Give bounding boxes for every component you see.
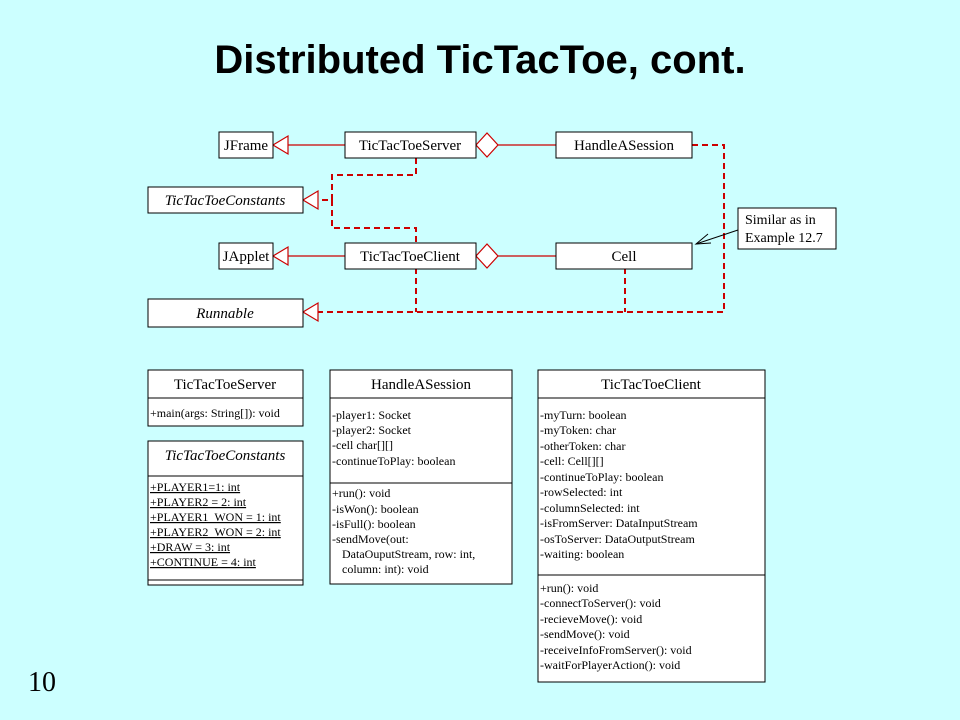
client-class-name: TicTacToeClient <box>601 377 702 393</box>
client-field: -columnSelected: int <box>540 501 640 515</box>
client-constants-dashed <box>331 200 417 244</box>
realization-arrow <box>301 301 319 323</box>
cell-box: Cell <box>555 242 693 270</box>
constants-field: +PLAYER2_WON = 2: int <box>150 525 281 539</box>
client-field: -rowSelected: int <box>540 485 623 499</box>
session-class-name: HandleASession <box>371 377 471 393</box>
client-field: -myToken: char <box>540 423 616 437</box>
note-pointer-line <box>695 229 739 245</box>
constants-field: +PLAYER1=1: int <box>150 480 241 494</box>
session-method: -isFull(): boolean <box>332 517 416 531</box>
slide-title: Distributed TicTacToe, cont. <box>214 38 746 82</box>
cell-label: Cell <box>612 249 637 265</box>
constants-class-name: TicTacToeConstants <box>165 448 286 464</box>
client-method: -recieveMove(): void <box>540 612 642 626</box>
inheritance-arrow <box>271 134 289 156</box>
session-method: -isWon(): boolean <box>332 502 419 516</box>
jframe-label: JFrame <box>224 138 269 154</box>
client-field: -otherToken: char <box>540 439 625 453</box>
runnable-label: Runnable <box>195 306 254 322</box>
realization-arrow <box>301 189 319 211</box>
session-method: -sendMove(out: <box>332 532 409 546</box>
japplet-box: JApplet <box>218 242 274 270</box>
inheritance-arrow <box>271 245 289 267</box>
client-label: TicTacToeClient <box>360 249 461 265</box>
client-field: -isFromServer: DataInputStream <box>540 516 698 530</box>
session-class-box: HandleASession -player1: Socket -player2… <box>329 369 513 585</box>
jframe-box: JFrame <box>218 131 274 159</box>
client-method: -waitForPlayerAction(): void <box>540 658 680 672</box>
constants-label: TicTacToeConstants <box>165 193 286 209</box>
session-box: HandleASession <box>555 131 693 159</box>
client-method: -connectToServer(): void <box>540 596 661 610</box>
server-label: TicTacToeServer <box>359 138 461 154</box>
session-runnable-dashed <box>318 144 725 313</box>
server-box: TicTacToeServer <box>344 131 477 159</box>
runnable-box: Runnable <box>147 298 304 328</box>
constants-field: +DRAW = 3: int <box>150 540 231 554</box>
session-label: HandleASession <box>574 138 674 154</box>
aggregation-diamond <box>475 243 499 269</box>
server-constants-dashed <box>318 158 417 201</box>
constants-class-box: TicTacToeConstants +PLAYER1=1: int +PLAY… <box>147 440 304 586</box>
session-field: -cell char[][] <box>332 438 393 452</box>
note-pointer-arrowhead <box>694 233 712 245</box>
client-method: +run(): void <box>540 581 598 595</box>
slide-number: 10 <box>28 667 56 698</box>
session-field: -player2: Socket <box>332 423 412 437</box>
client-method: -receiveInfoFromServer(): void <box>540 643 692 657</box>
constants-box: TicTacToeConstants <box>147 186 304 214</box>
client-field: -myTurn: boolean <box>540 408 627 422</box>
client-field: -osToServer: DataOutputStream <box>540 532 695 546</box>
note-line-2: Example 12.7 <box>745 231 823 246</box>
client-field: -continueToPlay: boolean <box>540 470 663 484</box>
client-field: -cell: Cell[][] <box>540 454 604 468</box>
client-box: TicTacToeClient <box>344 242 477 270</box>
constants-field: +PLAYER1_WON = 1: int <box>150 510 281 524</box>
session-field: -player1: Socket <box>332 408 412 422</box>
aggregation-diamond <box>475 132 499 158</box>
client-method: -sendMove(): void <box>540 627 630 641</box>
session-method: column: int): void <box>342 562 429 576</box>
constants-field: +CONTINUE = 4: int <box>150 555 257 569</box>
server-class-box: TicTacToeServer +main(args: String[]): v… <box>147 369 304 427</box>
client-class-box: TicTacToeClient -myTurn: boolean -myToke… <box>537 369 766 683</box>
session-method: DataOuputStream, row: int, <box>342 547 475 561</box>
server-class-name: TicTacToeServer <box>174 377 276 393</box>
note-box: Similar as in Example 12.7 <box>737 207 837 250</box>
japplet-label: JApplet <box>223 249 270 265</box>
session-field: -continueToPlay: boolean <box>332 454 455 468</box>
note-line-1: Similar as in <box>745 213 816 228</box>
session-method: +run(): void <box>332 486 390 500</box>
server-method: +main(args: String[]): void <box>150 406 280 420</box>
relationship-lines <box>271 132 739 323</box>
client-field: -waiting: boolean <box>540 547 624 561</box>
constants-field: +PLAYER2 = 2: int <box>150 495 247 509</box>
